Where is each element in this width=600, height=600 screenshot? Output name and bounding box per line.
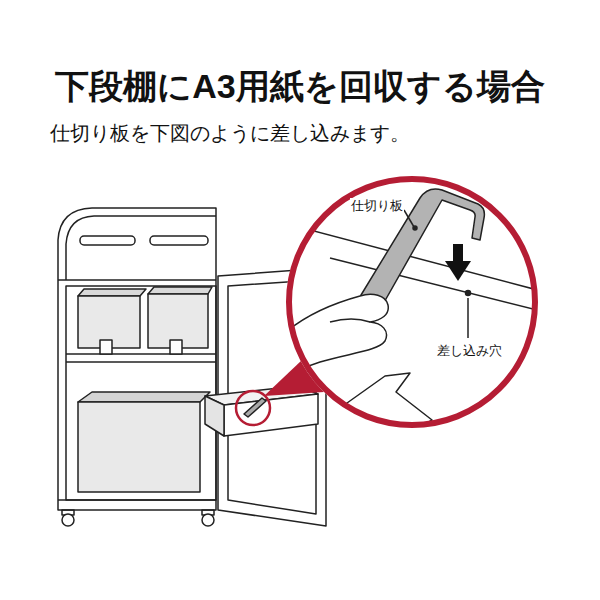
bin-rim [78,392,210,402]
leader-line [467,298,469,338]
shelf [66,353,216,355]
subtitle: 仕切り板を下図のように差し込みます。 [50,121,410,145]
arrow-head [445,261,471,281]
tray-bracket [340,373,432,440]
bin-rim [148,287,212,294]
title: 下段棚にA3用紙を回収する場合 [0,66,600,107]
panel-edge [58,279,216,281]
part-label: 仕切り板 [350,198,404,214]
insert-arrow [445,244,471,281]
arrow-shaft [453,244,463,262]
cabinet-frame [66,216,216,280]
lower-bin [78,402,200,492]
part-label: 差し込み穴 [436,343,503,359]
bin-tab [170,340,182,354]
tray-side [205,396,224,436]
caster [202,514,214,526]
zoom-detail [280,189,545,440]
shelf [66,361,216,363]
leader-dot [413,226,417,230]
cabinet [58,208,326,526]
slot [150,236,208,245]
hand [286,294,388,374]
cabinet-interior [66,286,216,500]
divider-small [244,398,266,417]
bin-tab [100,340,112,354]
finger-line [330,319,370,322]
slot [80,236,135,245]
base [58,499,216,501]
magnifier-circle: 仕切り板差し込み穴 [286,176,538,428]
bin-rim [78,289,146,296]
slot-hole [466,291,471,296]
cabinet-body [58,208,216,510]
zoom-ground [286,176,538,428]
caster [62,514,74,526]
focus-circle [236,391,270,425]
leader-line [404,210,414,227]
